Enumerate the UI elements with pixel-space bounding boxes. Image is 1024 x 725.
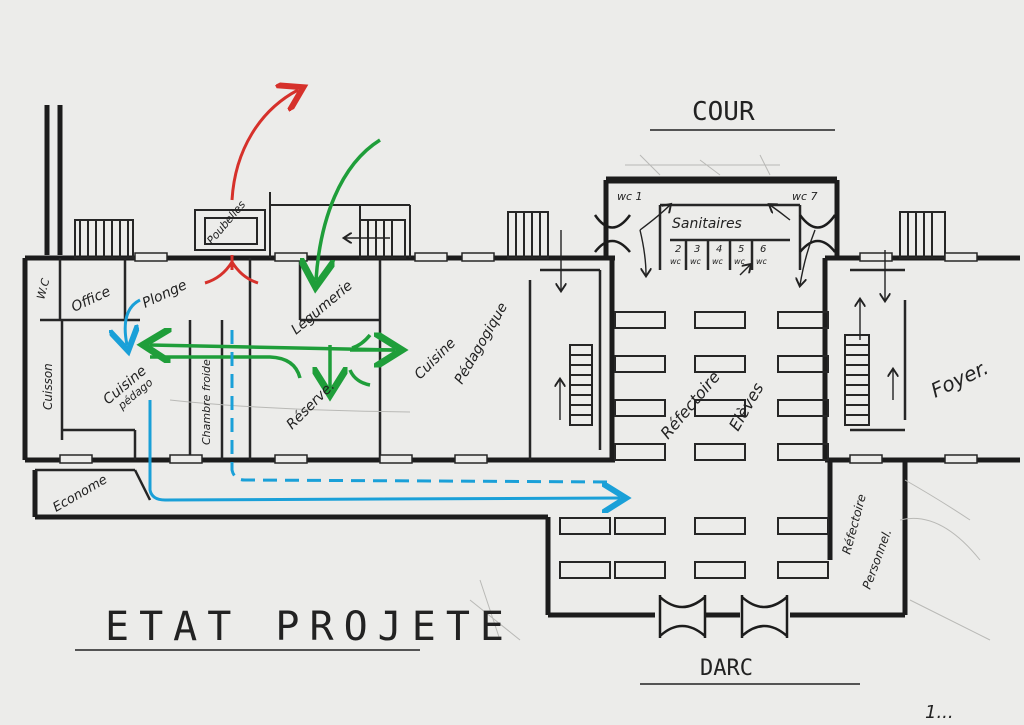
flow-service: [125, 298, 620, 500]
outdoor-structures: [74, 192, 946, 426]
label-darc: DARC: [700, 656, 753, 681]
wc-number: 6: [760, 244, 766, 255]
flow-waste: [204, 90, 298, 285]
wc-number: 5: [738, 244, 744, 255]
corner-note: 1...: [925, 702, 954, 723]
flow-vegetables: [150, 138, 395, 388]
interior-walls: [35, 203, 907, 501]
circulation-arrows: [345, 205, 893, 420]
wc-abbrev: wc: [670, 257, 682, 266]
wc-number: 4: [716, 244, 722, 255]
wc-abbrev: wc: [734, 257, 746, 266]
windows: [59, 252, 978, 464]
wc-abbrev: wc: [690, 257, 702, 266]
wc-abbrev: wc: [756, 257, 768, 266]
wc-number: 2: [675, 244, 681, 255]
label-sanitaires: Sanitaires: [672, 216, 742, 232]
plan-title: ETAT PROJETE: [105, 604, 514, 650]
label-wc1: wc 1: [617, 190, 643, 203]
pencil-sketch: [169, 154, 991, 641]
wc-abbrev: wc: [712, 257, 724, 266]
wc-cabins: 2 3 4 5 6 wc wc wc wc wc: [670, 244, 768, 266]
refectory-tables: [559, 311, 829, 579]
label-wc7: wc 7: [792, 190, 818, 203]
doors: [593, 214, 837, 638]
label-cour: COUR: [692, 97, 755, 127]
label-chambre-froide: Chambre froide: [200, 359, 213, 445]
label-wc: W.C: [34, 277, 52, 301]
wc-number: 3: [694, 244, 700, 255]
label-cuisson: Cuisson: [41, 363, 55, 410]
